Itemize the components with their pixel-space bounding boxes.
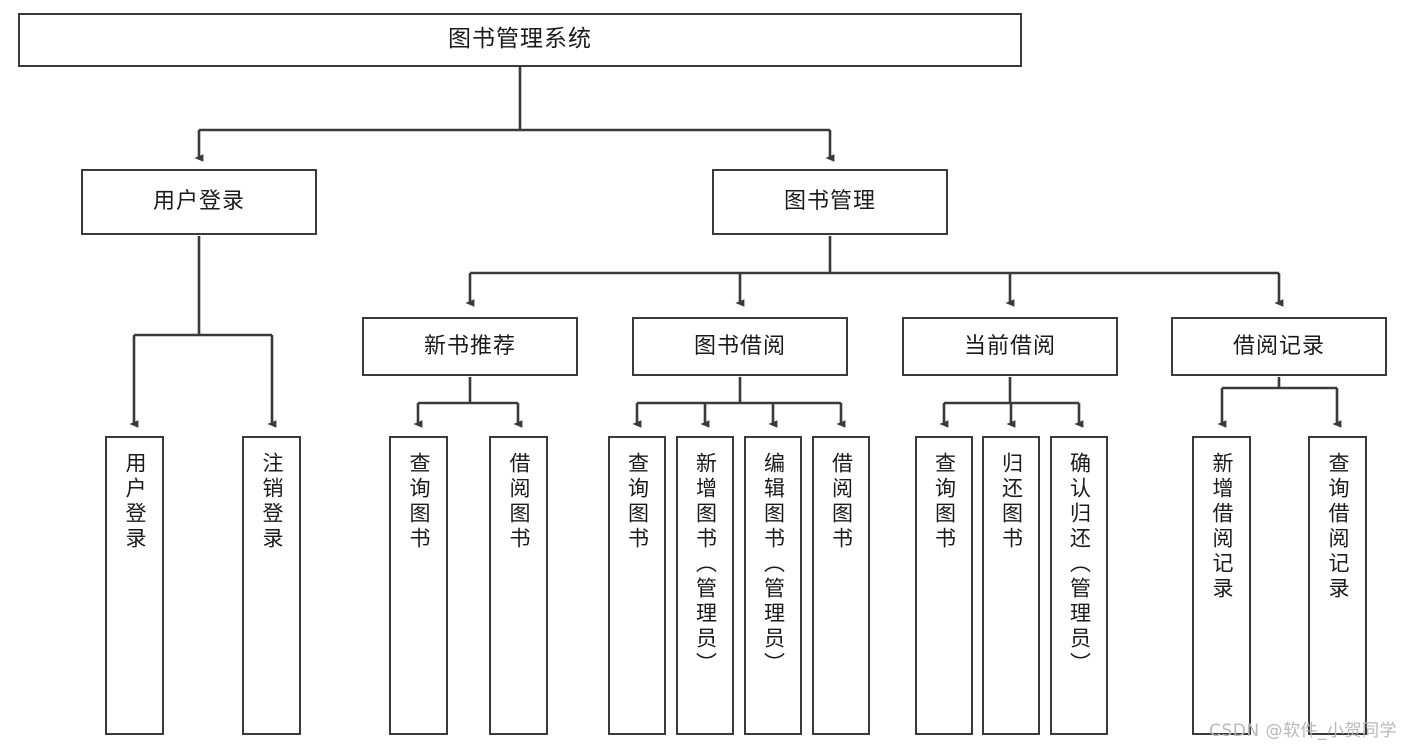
node-leaf-add-record[interactable]: 新增借阅记录 (1192, 436, 1251, 735)
node-user-login-label: 用户登录 (152, 189, 245, 215)
node-leaf-logout-label: 注销登录 (260, 452, 284, 552)
node-leaf-borrow-book-1[interactable]: 借阅图书 (489, 436, 548, 735)
node-leaf-edit-book-label: 编辑图书（管理员） (761, 452, 786, 677)
csdn-watermark: CSDN @软件_小贺同学 (1209, 721, 1397, 741)
node-book-manage-label: 图书管理 (783, 189, 876, 215)
node-book-manage[interactable]: 图书管理 (712, 169, 948, 235)
node-leaf-user-login-label: 用户登录 (123, 452, 147, 552)
node-leaf-borrow-book-1-label: 借阅图书 (507, 452, 531, 552)
node-leaf-query-book-1-label: 查询图书 (407, 452, 431, 552)
node-borrow-record[interactable]: 借阅记录 (1171, 317, 1387, 376)
node-leaf-add-book[interactable]: 新增图书（管理员） (676, 436, 734, 735)
node-user-login[interactable]: 用户登录 (81, 169, 317, 235)
node-book-borrow-label: 图书借阅 (693, 333, 786, 359)
node-leaf-query-record[interactable]: 查询借阅记录 (1308, 436, 1367, 735)
node-leaf-borrow-book-2-label: 借阅图书 (829, 452, 854, 552)
node-leaf-add-record-label: 新增借阅记录 (1210, 452, 1234, 602)
node-leaf-return-book-label: 归还图书 (999, 452, 1024, 552)
node-leaf-query-book-2-label: 查询图书 (625, 452, 650, 552)
node-new-book-rec-label: 新书推荐 (423, 333, 516, 359)
node-leaf-user-login[interactable]: 用户登录 (105, 436, 164, 735)
node-leaf-query-book-3[interactable]: 查询图书 (915, 436, 973, 735)
node-leaf-edit-book[interactable]: 编辑图书（管理员） (744, 436, 802, 735)
node-book-borrow[interactable]: 图书借阅 (632, 317, 848, 376)
node-leaf-add-book-label: 新增图书（管理员） (693, 452, 718, 677)
node-leaf-logout[interactable]: 注销登录 (242, 436, 301, 735)
node-leaf-return-book[interactable]: 归还图书 (982, 436, 1040, 735)
node-root[interactable]: 图书管理系统 (18, 13, 1022, 67)
node-leaf-query-book-2[interactable]: 查询图书 (608, 436, 666, 735)
node-new-book-rec[interactable]: 新书推荐 (362, 317, 578, 376)
node-leaf-confirm-return-label: 确认归还（管理员） (1067, 452, 1092, 677)
node-leaf-borrow-book-2[interactable]: 借阅图书 (812, 436, 870, 735)
node-borrow-record-label: 借阅记录 (1232, 333, 1325, 359)
node-root-label: 图书管理系统 (448, 26, 592, 53)
node-leaf-query-book-1[interactable]: 查询图书 (389, 436, 448, 735)
node-leaf-query-book-3-label: 查询图书 (932, 452, 957, 552)
node-current-borrow[interactable]: 当前借阅 (902, 317, 1118, 376)
node-current-borrow-label: 当前借阅 (963, 333, 1056, 359)
node-leaf-query-record-label: 查询借阅记录 (1326, 452, 1350, 602)
node-leaf-confirm-return[interactable]: 确认归还（管理员） (1050, 436, 1108, 735)
